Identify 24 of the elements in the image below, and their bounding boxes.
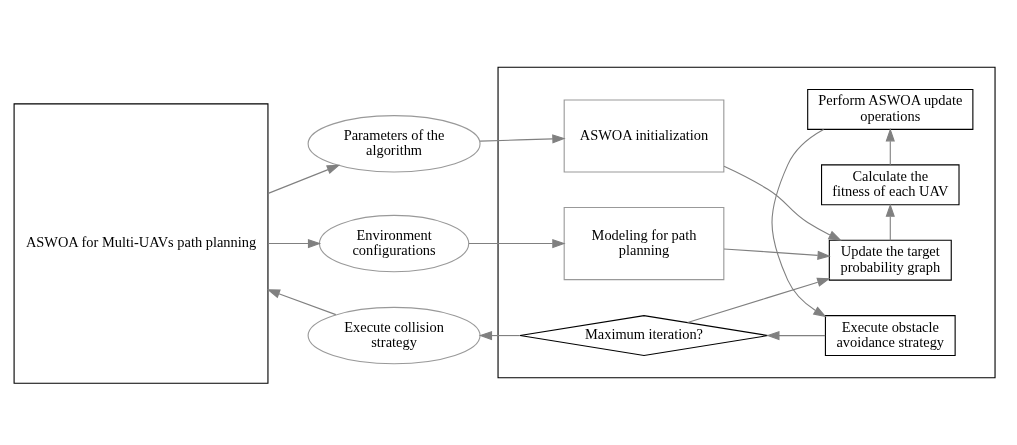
node-box: Execute obstacle avoidance strategy — [824, 315, 956, 357]
arrow — [885, 128, 895, 166]
node-box: Modeling for path planning — [563, 206, 724, 281]
arrow — [478, 330, 520, 341]
node-ellipse: Execute collision strategy — [307, 306, 481, 365]
node-ellipse: Environment configurations — [318, 214, 469, 273]
node-box: ASWOA for Multi-UAVs path planning — [13, 103, 268, 384]
arrow — [770, 129, 827, 318]
arrow — [686, 277, 830, 323]
arrow — [479, 134, 566, 144]
node-diamond: Maximum iteration? — [519, 315, 769, 357]
arrow — [267, 238, 321, 249]
arrow — [266, 289, 336, 316]
arrow — [722, 165, 842, 241]
arrow — [267, 164, 340, 194]
node-box: ASWOA initialization — [563, 99, 724, 173]
arrow — [765, 330, 826, 341]
arrow — [467, 238, 566, 249]
arrow — [885, 203, 895, 241]
node-box: Calculate the fitness of each UAV — [820, 164, 960, 206]
node-box: Update the target probability graph — [828, 239, 952, 281]
node-box: Perform ASWOA update operations — [806, 88, 973, 130]
arrow — [722, 248, 831, 260]
cluster — [497, 66, 996, 379]
